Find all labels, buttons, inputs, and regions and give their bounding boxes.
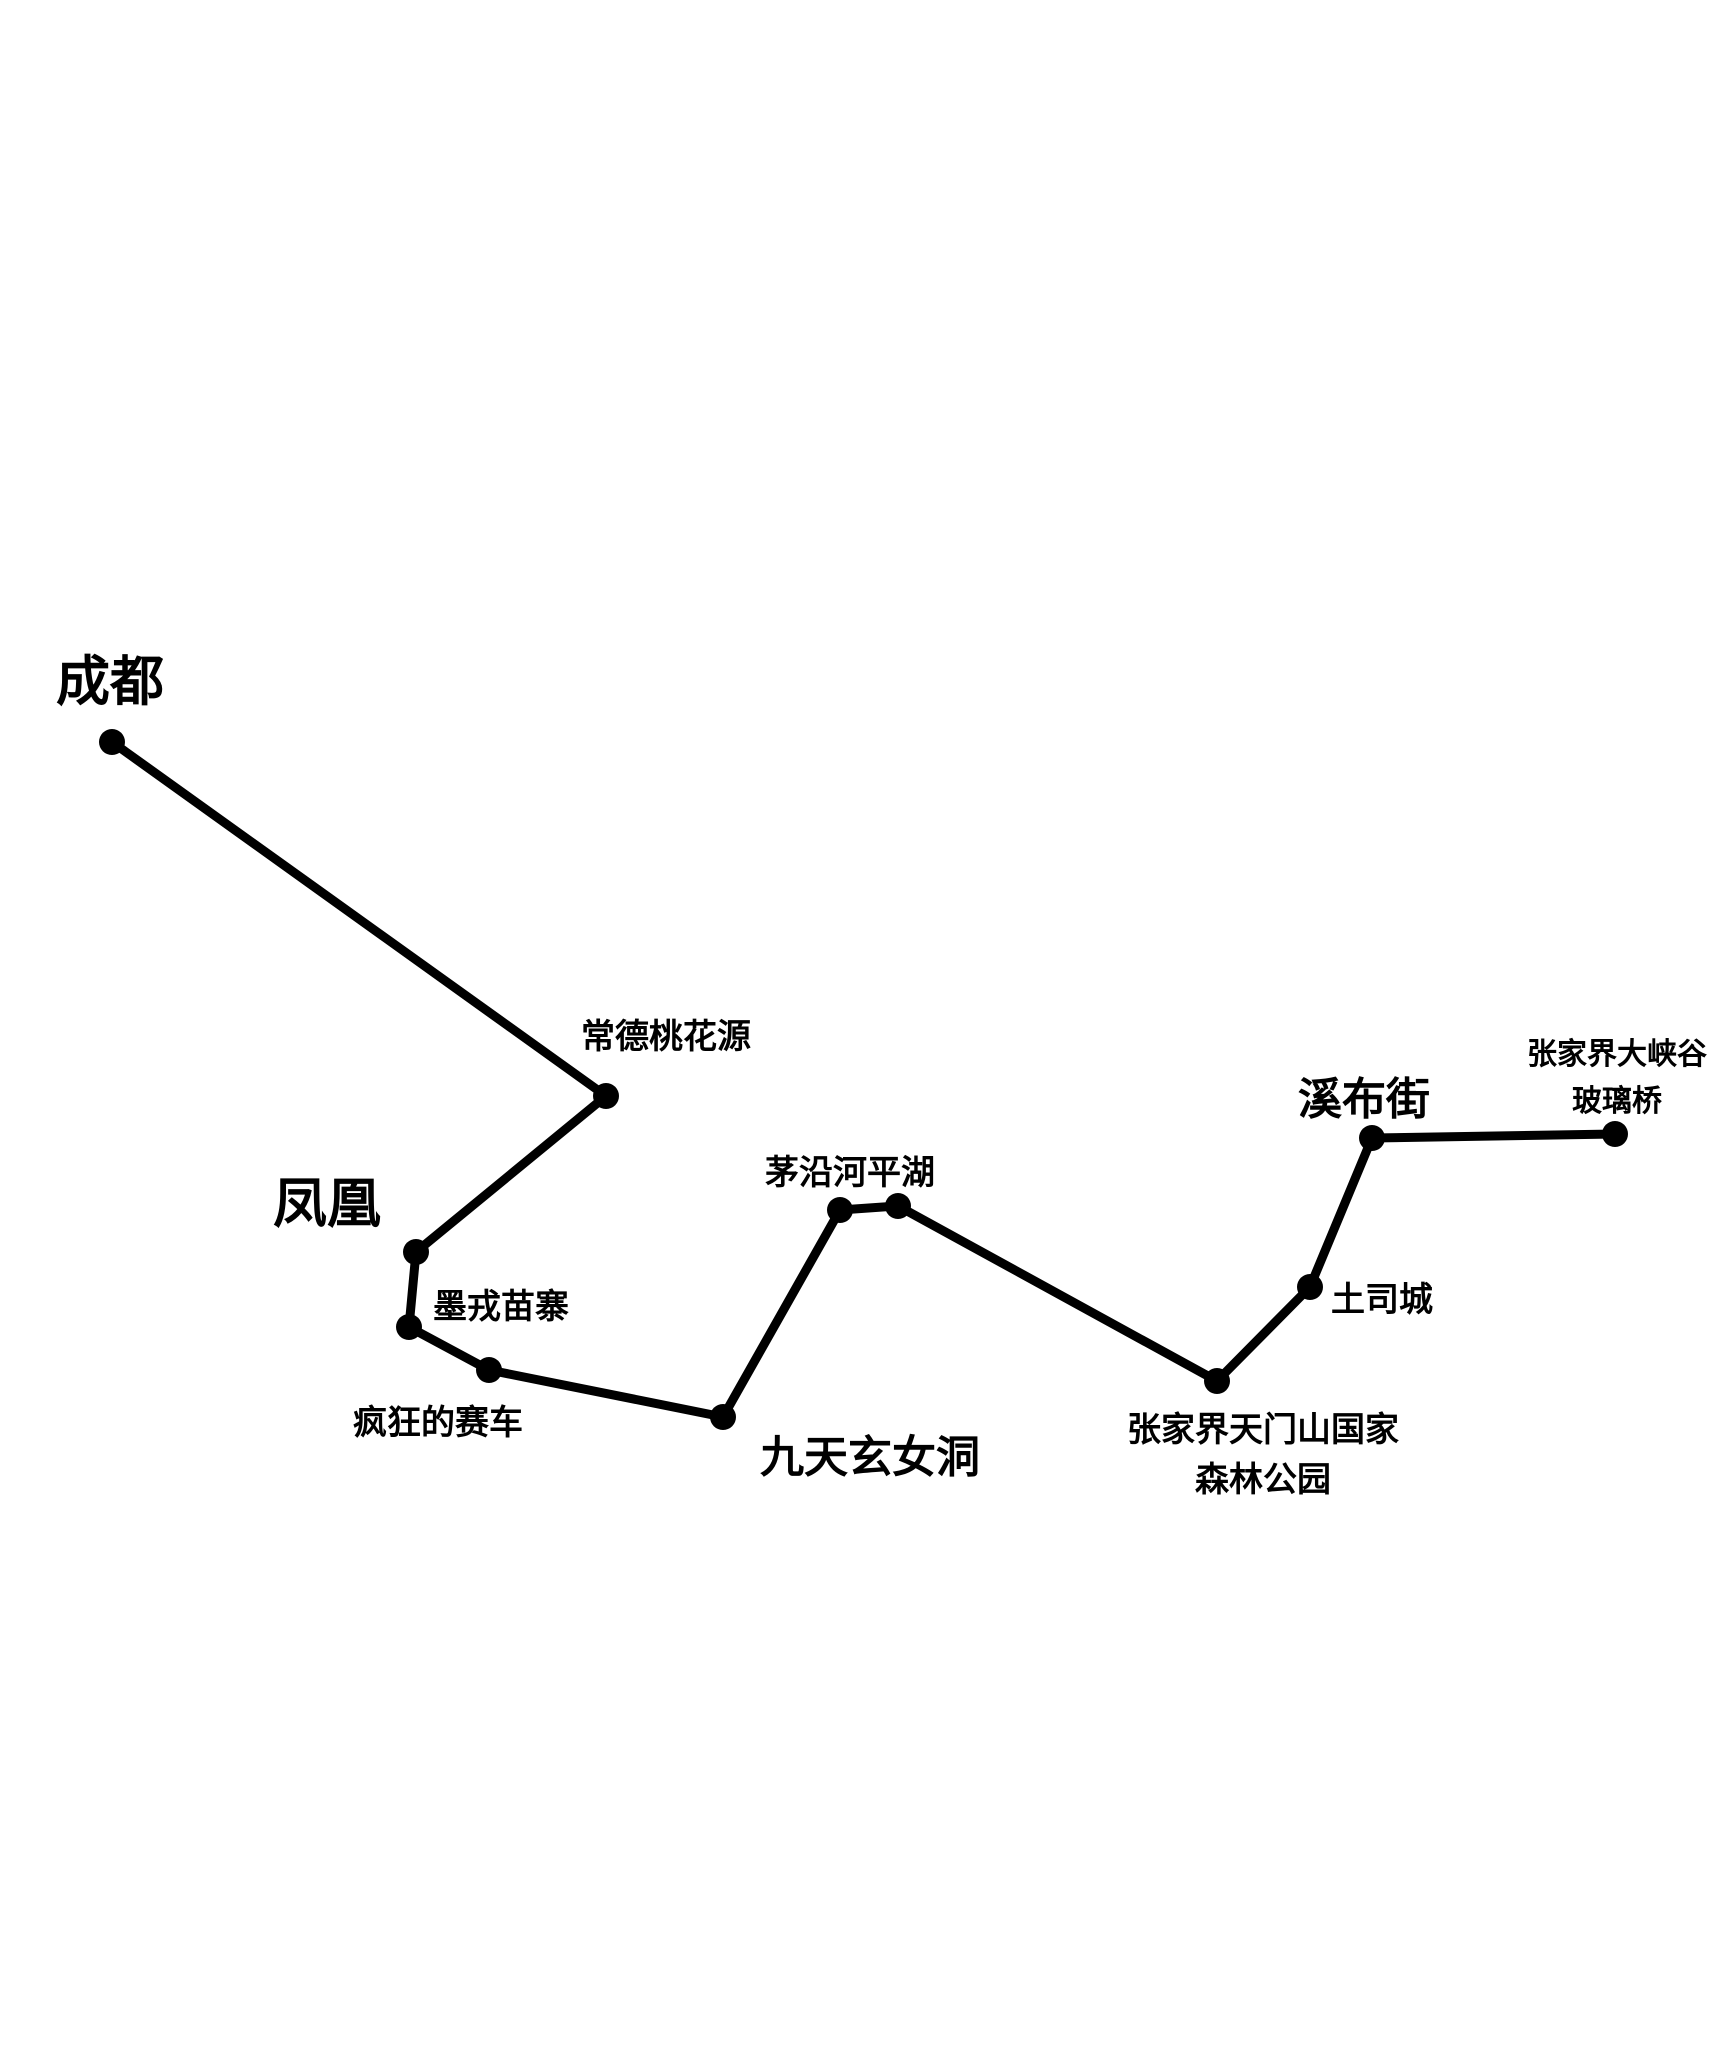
stop-label-changde-taohuayuan: 常德桃花源 (581, 1017, 751, 1057)
stop-dot-tusi-cheng (1297, 1274, 1323, 1300)
stop-label-crazy-race: 疯狂的赛车 (353, 1403, 523, 1443)
stop-label-chengdu: 成都 (56, 650, 164, 713)
stop-dot-chengdu (99, 729, 125, 755)
stop-dot-fenghuang (403, 1239, 429, 1265)
stop-label-tianmen-forest-park-line2: 森林公园 (1195, 1460, 1331, 1500)
stop-label-moxi-miaozhai: 墨戎苗寨 (433, 1287, 569, 1327)
route-line (107, 737, 1620, 1422)
stop-label-fenghuang: 凤凰 (273, 1172, 381, 1235)
stop-dot-tianmen-forest-park (1204, 1368, 1230, 1394)
stop-dot-maoyanhe-pinghu-east (885, 1193, 911, 1219)
stop-label-maoyanhe-pinghu: 茅沿河平湖 (765, 1153, 935, 1193)
stop-dot-grand-canyon-glass-bridge (1602, 1121, 1628, 1147)
stop-label-tianmen-forest-park-line1: 张家界天门山国家 (1127, 1410, 1399, 1450)
stop-label-grand-canyon-glass-bridge-line2: 玻璃桥 (1572, 1084, 1662, 1119)
stop-label-jiutian-xuannv-cave: 九天玄女洞 (760, 1432, 980, 1483)
stop-dot-moxi-miaozhai (396, 1314, 422, 1340)
stop-dot-changde-taohuayuan (593, 1083, 619, 1109)
stop-label-xibu-street: 溪布街 (1298, 1074, 1430, 1125)
stop-dot-maoyanhe-pinghu-west (827, 1197, 853, 1223)
stop-dot-jiutian-xuannv-cave (710, 1404, 736, 1430)
stop-label-grand-canyon-glass-bridge-line1: 张家界大峡谷 (1527, 1037, 1707, 1072)
stop-label-tusi-cheng: 土司城 (1331, 1280, 1433, 1320)
stop-dot-crazy-race (476, 1357, 502, 1383)
stop-dot-xibu-street (1359, 1125, 1385, 1151)
